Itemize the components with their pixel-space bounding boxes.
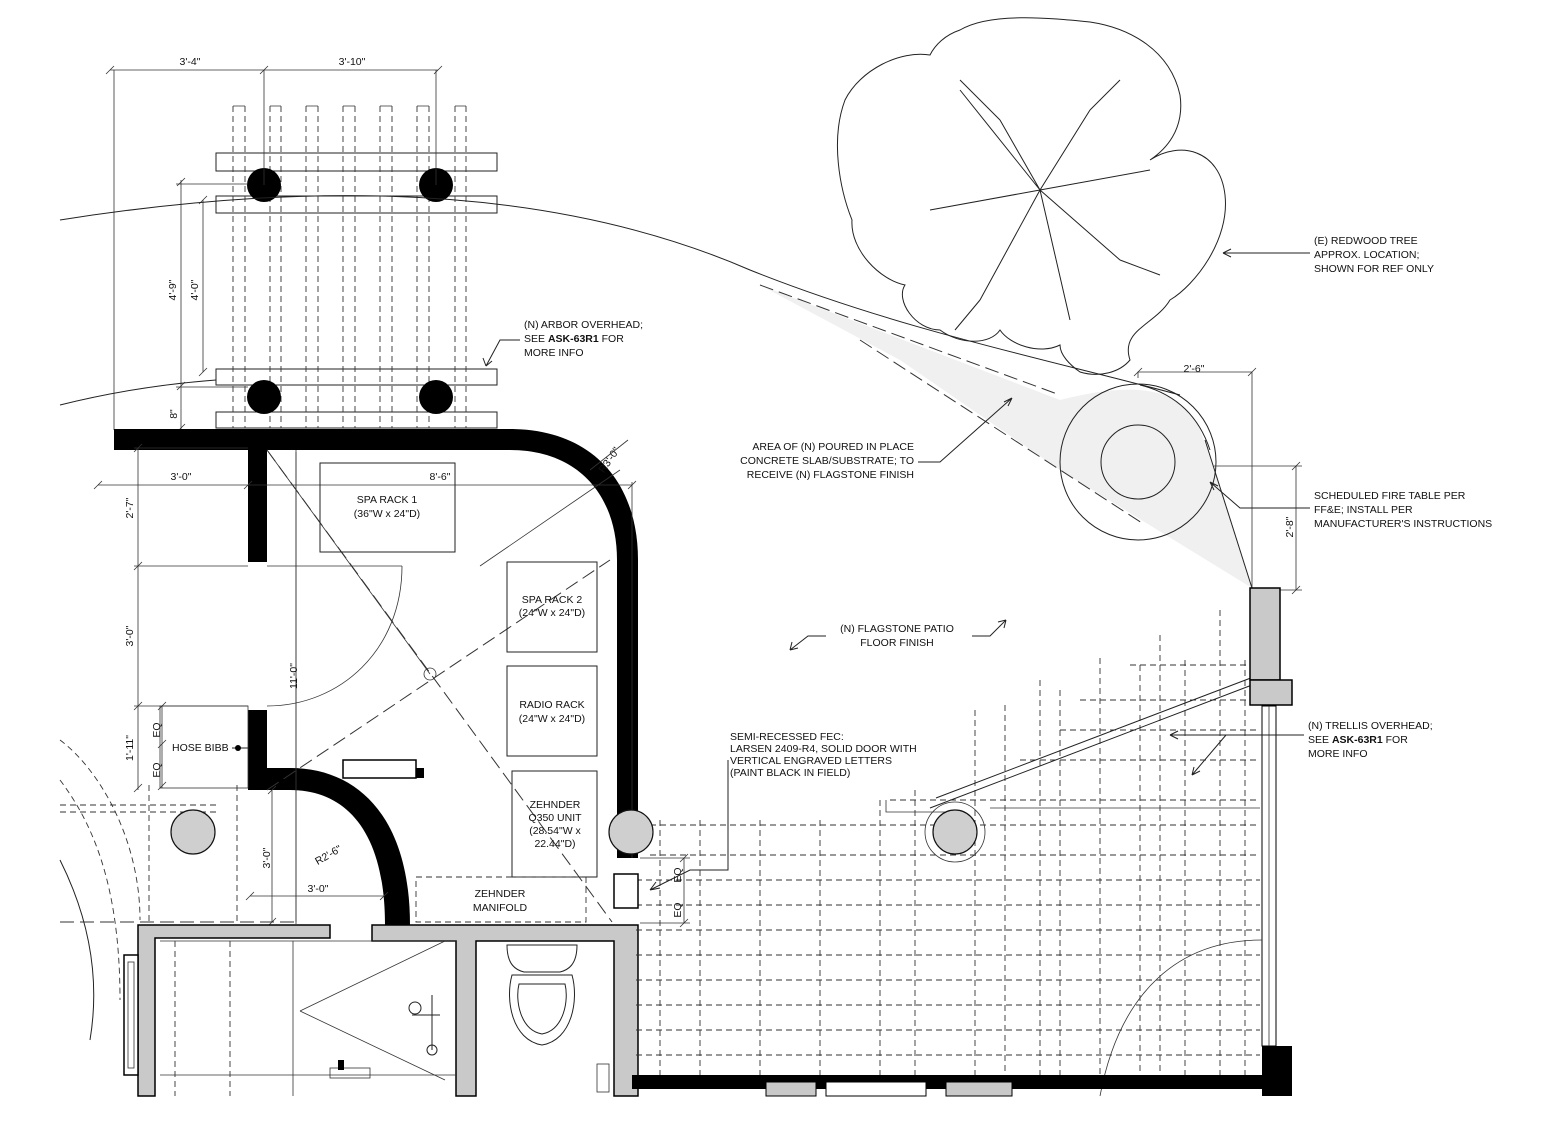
radio-rack-size: (24"W x 24"D) (519, 713, 585, 725)
dim-arbor-right: 3'-10" (339, 56, 366, 68)
dim-arbor-left: 3'-4" (180, 56, 201, 68)
spa-rack-1-name: SPA RACK 1 (357, 494, 418, 506)
patio-note-line2: FLOOR FINISH (860, 637, 934, 649)
dim-eq-4: EQ (672, 902, 684, 917)
zehnder-manifold-line1: ZEHNDER (475, 888, 526, 900)
radio-rack-name: RADIO RACK (519, 699, 584, 711)
arbor-note-line1: (N) ARBOR OVERHEAD; (524, 319, 643, 331)
patio-note-line1: (N) FLAGSTONE PATIO (840, 623, 954, 635)
hose-bibb: HOSE BIBB (159, 705, 249, 789)
arbor-note-ref: ASK-63R1 (548, 333, 599, 345)
zehnder-unit-line2: Q350 UNIT (528, 812, 582, 824)
trellis-overhead (608, 610, 1260, 1085)
fec-note: SEMI-RECESSED FEC: LARSEN 2409-R4, SOLID… (730, 731, 917, 779)
trellis-note-line3: MORE INFO (1308, 748, 1368, 760)
redwood-tree (836, 17, 1226, 375)
radio-rack: RADIO RACK (24"W x 24"D) (506, 665, 598, 757)
arbor-dimensions: 3'-4" 3'-10" 4'-9" 4'-0" 8" (105, 56, 443, 433)
arbor-note-pre: SEE (524, 333, 548, 345)
hose-bibb-label: HOSE BIBB (172, 742, 229, 754)
arbor-post (247, 380, 281, 414)
zehnder-manifold-line2: MANIFOLD (473, 902, 528, 914)
fec-note-line1: SEMI-RECESSED FEC: (730, 731, 844, 743)
left-post (170, 809, 216, 855)
left-exterior (59, 739, 300, 1041)
zehnder-manifold: ZEHNDER MANIFOLD (415, 876, 587, 923)
concrete-note-line2: CONCRETE SLAB/SUBSTRATE; TO (740, 455, 914, 467)
fec-cabinet: EQ EQ (613, 760, 729, 928)
dim-fire-table-width: 2'-6" (1184, 363, 1205, 375)
toilet (506, 944, 578, 973)
spa-rack-2-size: (24"W x 24"D) (519, 607, 585, 619)
patio-note: (N) FLAGSTONE PATIO FLOOR FINISH (789, 619, 1007, 651)
svg-text:SEE ASK-63R1 FOR: SEE ASK-63R1 FOR (524, 333, 624, 345)
dim-room-depth: 11'-0" (288, 663, 300, 689)
zehnder-unit-line4: 22.44"D) (534, 838, 575, 850)
dim-door-offset: 3'-0" (261, 847, 273, 868)
redwood-note-line1: (E) REDWOOD TREE (1314, 235, 1418, 247)
concrete-note: AREA OF (N) POURED IN PLACE CONCRETE SLA… (740, 397, 1013, 481)
concrete-note-line1: AREA OF (N) POURED IN PLACE (752, 441, 914, 453)
dim-eq-1: EQ (151, 722, 163, 737)
arbor-overhead (215, 105, 498, 429)
dim-door-radius: R2'-6" (313, 843, 344, 868)
dim-eq-3: EQ (672, 867, 684, 882)
redwood-note-line2: APPROX. LOCATION; (1314, 249, 1419, 261)
dim-arbor-offset: 8" (168, 409, 180, 419)
fec-note-line3: VERTICAL ENGRAVED LETTERS (730, 755, 892, 767)
redwood-note-line3: SHOWN FOR REF ONLY (1314, 263, 1434, 275)
trellis-note-pre: SEE (1308, 734, 1332, 746)
dim-fire-table-depth: 2'-8" (1284, 516, 1296, 537)
spa-rack-2: SPA RACK 2 (24"W x 24"D) (506, 561, 598, 653)
trellis-note-line1: (N) TRELLIS OVERHEAD; (1308, 720, 1433, 732)
spa-rack-1-size: (36"W x 24"D) (354, 508, 420, 520)
arbor-note: (N) ARBOR OVERHEAD; SEE ASK-63R1 FOR MOR… (482, 319, 643, 367)
dim-arbor-depth-outer: 4'-9" (167, 279, 179, 300)
dim-eq-2: EQ (151, 762, 163, 777)
dim-lower-segment: 1'-11" (124, 735, 136, 761)
fire-table-note-line2: FF&E; INSTALL PER (1314, 504, 1413, 516)
fire-table-note-line3: MANUFACTURER'S INSTRUCTIONS (1314, 518, 1492, 530)
concrete-note-line3: RECEIVE (N) FLAGSTONE FINISH (747, 469, 914, 481)
zehnder-unit: ZEHNDER Q350 UNIT (28.54"W x 22.44"D) (511, 770, 598, 878)
lower-rooms (123, 924, 639, 1097)
dim-upper-segment: 2'-7" (124, 497, 136, 518)
arc-line (59, 195, 1181, 396)
zehnder-unit-line3: (28.54"W x (529, 825, 581, 837)
fec-note-line4: (PAINT BLACK IN FIELD) (730, 767, 850, 779)
dim-door-width: 3'-0" (308, 883, 329, 895)
dim-arbor-depth-inner: 4'-0" (189, 279, 201, 300)
wall-panel (342, 759, 417, 779)
concrete-slab-area (759, 284, 1253, 589)
arbor-note-line3: MORE INFO (524, 347, 584, 359)
fec-note-line2: LARSEN 2409-R4, SOLID DOOR WITH (730, 743, 917, 755)
fire-table: 2'-6" 2'-8" (1059, 363, 1302, 595)
zehnder-unit-line1: ZEHNDER (530, 799, 581, 811)
trellis-note: (N) TRELLIS OVERHEAD; SEE ASK-63R1 FOR M… (1169, 720, 1433, 776)
svg-text:SEE ASK-63R1 FOR: SEE ASK-63R1 FOR (1308, 734, 1408, 746)
arbor-post (419, 380, 453, 414)
patio-post (608, 809, 654, 855)
wall-panel-bar (416, 768, 424, 778)
arbor-note-post: FOR (599, 333, 624, 345)
patio-post (932, 809, 978, 855)
trellis-note-ref: ASK-63R1 (1332, 734, 1383, 746)
dim-wall-offset: 3'-0" (171, 471, 192, 483)
trellis-note-post: FOR (1383, 734, 1408, 746)
dim-middle-segment: 3'-0" (124, 625, 136, 646)
dim-room-width: 8'-6" (430, 471, 451, 483)
right-wall (632, 587, 1293, 1097)
spa-rack-2-name: SPA RACK 2 (522, 594, 583, 606)
redwood-note: (E) REDWOOD TREE APPROX. LOCATION; SHOWN… (1222, 235, 1434, 275)
fire-table-note: SCHEDULED FIRE TABLE PER FF&E; INSTALL P… (1209, 481, 1492, 530)
spa-rack-1: SPA RACK 1 (36"W x 24"D) (319, 462, 456, 553)
arc-line (59, 379, 217, 406)
fire-table-note-line1: SCHEDULED FIRE TABLE PER (1314, 490, 1466, 502)
